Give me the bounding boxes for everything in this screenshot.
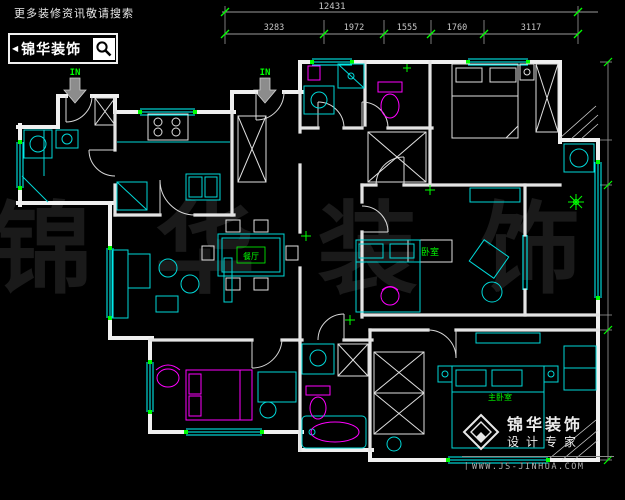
center-watermark-text: 锦 华 装 饰 xyxy=(0,190,595,308)
footer-tagline: 设计专家 xyxy=(507,435,584,450)
bay-hatches xyxy=(549,105,599,461)
green-plus-marks xyxy=(301,64,435,325)
room-labels: 餐厅 卧室 主卧室 xyxy=(236,246,512,402)
dim-seg-3: 1555 xyxy=(397,23,417,33)
entrance-label-1: IN xyxy=(70,68,81,78)
room-label-master: 主卧室 xyxy=(488,392,512,402)
brand-label: 锦华装饰 xyxy=(21,41,82,58)
room-label-dining: 餐厅 xyxy=(243,252,259,261)
plant-icon xyxy=(568,194,584,210)
cursor-icon: ◀ xyxy=(12,44,19,53)
dim-seg-4: 1760 xyxy=(447,23,467,33)
dim-seg-5: 3117 xyxy=(521,23,541,33)
white-fixtures xyxy=(94,63,559,435)
room-label-bedroom: 卧室 xyxy=(421,246,439,258)
brand-search-box: ◀ 锦华装饰 xyxy=(8,33,118,64)
footer-site-url: 丨WWW.JS-JINHUA.COM xyxy=(462,462,585,472)
cyan-furniture xyxy=(21,63,597,452)
entrance-arrows: IN IN xyxy=(63,68,277,104)
green-node-marks xyxy=(18,60,600,462)
entrance-label-2: IN xyxy=(260,68,271,78)
footer-brand: 锦华装饰 xyxy=(507,414,584,434)
magenta-fixtures xyxy=(155,65,403,443)
dim-total: 12431 xyxy=(318,2,345,12)
jinhua-logo-icon xyxy=(462,413,500,451)
doors xyxy=(65,91,457,369)
dimension-chain: 12431 3283 1972 1555 1760 3117 xyxy=(220,2,598,44)
interior-walls xyxy=(113,60,600,452)
dimension-right xyxy=(600,57,613,465)
search-icon xyxy=(93,37,115,60)
footer-divider xyxy=(462,456,614,457)
footer-watermark: 锦华装饰 设计专家 丨WWW.JS-JINHUA.COM xyxy=(462,413,620,472)
dim-seg-1: 3283 xyxy=(264,23,284,33)
dim-seg-2: 1972 xyxy=(344,23,364,33)
dimension-ticks xyxy=(220,7,583,39)
windows xyxy=(16,58,602,464)
search-hint-text: 更多装修资讯敬请搜索 xyxy=(14,7,134,20)
